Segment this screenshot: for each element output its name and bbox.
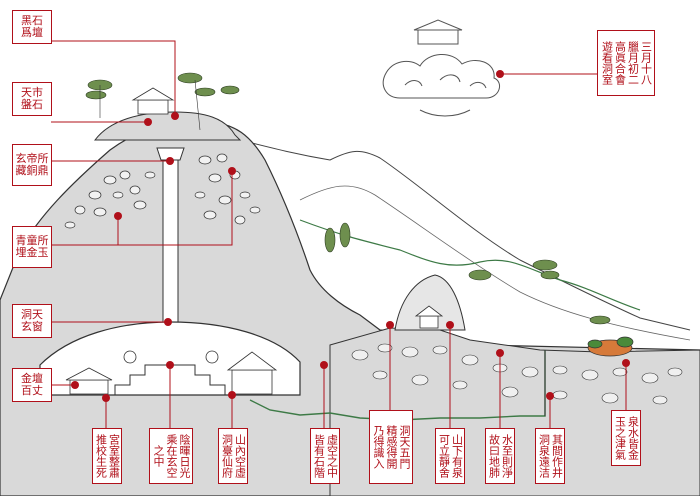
label-shannei: 山內空虛 洞臺仙府 (218, 428, 248, 484)
label-yinyang-col3: 之中 (152, 445, 165, 467)
label-dongtian-line1: 洞天 (21, 308, 43, 321)
label-qijian-col2: 洞泉遠洁 (537, 434, 551, 478)
label-qingtong: 青童所 埋金玉 (12, 226, 52, 268)
river-line (299, 219, 641, 311)
label-dongtianwu-col3: 乃得識入 (372, 425, 385, 469)
dot-qijian (546, 392, 554, 400)
leader-qingtong-2 (118, 171, 233, 246)
summit-temple (131, 87, 175, 115)
label-sanyue-col2: 臘月初二 (626, 41, 640, 85)
dot-sanyue (496, 70, 504, 78)
label-xuandi: 玄帝所 藏銅鼎 (12, 144, 52, 186)
moon-symbol (205, 350, 219, 364)
label-sanyue-col1: 三月十八 (639, 41, 653, 85)
hermitage (414, 305, 444, 329)
immortal-cloud (382, 19, 501, 117)
label-sanyue: 三月十八 臘月初二 高眞合會 遊看洞室 (597, 30, 655, 96)
sun-symbol (123, 350, 137, 364)
label-shannei-col2: 洞臺仙府 (220, 434, 234, 478)
label-quanshui: 泉水皆金 玉之津氣 (611, 410, 641, 466)
dot-qingtong-b (228, 167, 236, 175)
leader-lines (51, 40, 627, 428)
dot-shannei (228, 391, 236, 399)
label-gongshi-col1: 宮室整肅 (107, 434, 121, 478)
dot-yinyang (166, 361, 174, 369)
dot-shuizhi (496, 349, 504, 357)
label-jintan-line1: 金壇 (21, 372, 43, 385)
dot-xukong (320, 361, 328, 369)
rock-outcrop (394, 274, 466, 331)
dot-qingtong-a (114, 212, 122, 220)
dot-gongshi (102, 394, 110, 402)
label-tianshi-line2: 盤石 (21, 98, 43, 111)
trees (85, 72, 611, 325)
label-heishi-line2: 爲壇 (21, 26, 43, 39)
label-shanxia-col2: 可立靜舍 (437, 434, 451, 478)
label-heishi-line1: 黑石 (21, 14, 43, 27)
label-dongtianwu-col2: 精感得開 (385, 425, 398, 469)
leader-heishi (51, 40, 176, 116)
label-qijian-col1: 其間作井 (550, 434, 564, 478)
label-jintan: 金壇 百丈 (12, 368, 52, 402)
label-gongshi-col2: 推校生死 (94, 434, 108, 478)
dot-dongtianwu (386, 321, 394, 329)
label-tianshi-line1: 天市 (21, 86, 43, 99)
label-qingtong-line2: 埋金玉 (15, 246, 49, 259)
label-yinyang: 陰暉日光 乘在玄空 之中 (149, 428, 193, 484)
cave-palace-left (65, 367, 113, 395)
label-dongtianwu-col1: 洞天五門 (398, 425, 411, 469)
label-sanyue-col4: 遊看洞室 (600, 41, 614, 85)
dot-tianshi (144, 118, 152, 126)
label-heishi: 黑石 爲壇 (12, 10, 52, 44)
far-ridge (239, 139, 691, 331)
dot-dongtian (164, 318, 172, 326)
label-dongtian-line2: 玄窗 (21, 320, 43, 333)
label-sanyue-col3: 高眞合會 (613, 41, 627, 85)
leader-dots (71, 70, 630, 402)
label-qijian: 其間作井 洞泉遠洁 (535, 428, 565, 484)
label-quanshui-col1: 泉水皆金 (626, 416, 640, 460)
dot-xuandi (166, 157, 174, 165)
dot-jintan (71, 381, 79, 389)
dot-heishi (171, 112, 179, 120)
label-xuandi-line2: 藏銅鼎 (15, 164, 49, 177)
label-shanxia: 山下有泉 可立靜舍 (435, 428, 465, 484)
label-shannei-col1: 山內空虛 (233, 434, 247, 478)
label-xukong-col1: 虛空之中 (325, 434, 339, 478)
underground-rocks (351, 343, 683, 405)
label-gongshi: 宮室整肅 推校生死 (92, 428, 122, 484)
label-shanxia-col1: 山下有泉 (450, 434, 464, 478)
label-shuizhi-col2: 故曰地肺 (487, 434, 501, 478)
summit (93, 111, 242, 141)
dot-quanshui (622, 359, 630, 367)
label-xukong: 虛空之中 皆有石階 (310, 428, 340, 484)
vertical-shaft (162, 159, 179, 324)
label-dongtianwu: 洞天五門 精感得開 乃得識入 (369, 410, 413, 484)
label-xuandi-line1: 玄帝所 (15, 152, 49, 165)
dot-shanxia (446, 321, 454, 329)
cave-palace-right (226, 351, 278, 395)
label-qingtong-line1: 青童所 (15, 234, 49, 247)
label-shuizhi: 水至則淨 故曰地肺 (485, 428, 515, 484)
rock-field-left (64, 170, 156, 229)
label-tianshi: 天市 盤石 (12, 82, 52, 116)
label-xukong-col2: 皆有石階 (312, 434, 326, 478)
spring-garden (587, 336, 634, 357)
label-quanshui-col2: 玉之津氣 (613, 416, 627, 460)
label-dongtian: 洞天 玄窗 (12, 304, 52, 338)
label-shuizhi-col1: 水至則淨 (500, 434, 514, 478)
label-jintan-line2: 百丈 (21, 384, 43, 397)
label-yinyang-col2: 乘在玄空 (165, 434, 178, 478)
label-yinyang-col1: 陰暉日光 (178, 434, 191, 478)
bronze-vessel (156, 147, 185, 161)
